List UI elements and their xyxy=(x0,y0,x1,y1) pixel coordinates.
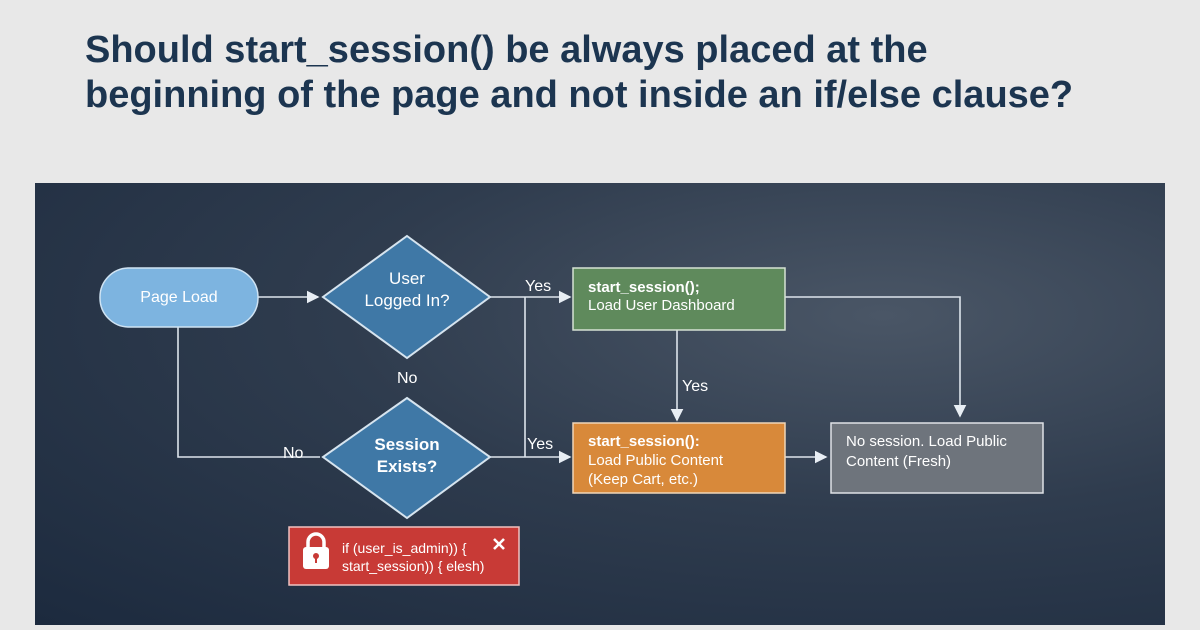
box-public-keep: start_session(): Load Public Content (Ke… xyxy=(572,422,786,494)
page-title: Should start_session() be always placed … xyxy=(85,29,1074,116)
diagram-panel xyxy=(35,183,1165,625)
decision-label: Session xyxy=(374,435,439,454)
box-label: Load Public Content xyxy=(588,452,724,469)
node-page-load: Page Load xyxy=(99,267,259,328)
decision-label: Logged In? xyxy=(364,291,449,310)
decision-label: User xyxy=(389,269,425,288)
box-label: (Keep Cart, etc.) xyxy=(588,471,698,488)
box-dashboard: start_session(); Load User Dashboard xyxy=(572,267,786,331)
box-label: Content (Fresh) xyxy=(846,453,951,470)
box-label: start_session(); xyxy=(588,279,700,296)
arrow-no-to-session xyxy=(177,327,320,458)
lock-icon xyxy=(303,532,329,569)
label-no: No xyxy=(397,370,418,387)
label-yes: Yes xyxy=(682,378,708,395)
box-public-fresh: No session. Load Public Content (Fresh) xyxy=(830,422,1044,494)
label-yes: Yes xyxy=(527,436,553,453)
bad-code-callout: if (user_is_admin)) { start_session)) { … xyxy=(288,526,520,586)
box-label: No session. Load Public xyxy=(846,433,1007,450)
code-line: if (user_is_admin)) { xyxy=(342,540,467,556)
connectors xyxy=(177,290,967,464)
code-line: start_session)) { elesh) xyxy=(342,558,484,574)
label-no: No xyxy=(283,445,304,462)
close-x-icon xyxy=(493,538,505,550)
decision-label: Exists? xyxy=(377,457,437,476)
arrow-dashboard-to-fresh xyxy=(785,296,967,418)
decision-session-exists: Session Exists? xyxy=(321,396,492,520)
box-label: start_session(): xyxy=(588,433,700,450)
decision-logged-in: User Logged In? xyxy=(321,234,492,360)
label-yes: Yes xyxy=(525,278,551,295)
box-label: Load User Dashboard xyxy=(588,297,735,314)
page-load-label: Page Load xyxy=(140,289,217,306)
